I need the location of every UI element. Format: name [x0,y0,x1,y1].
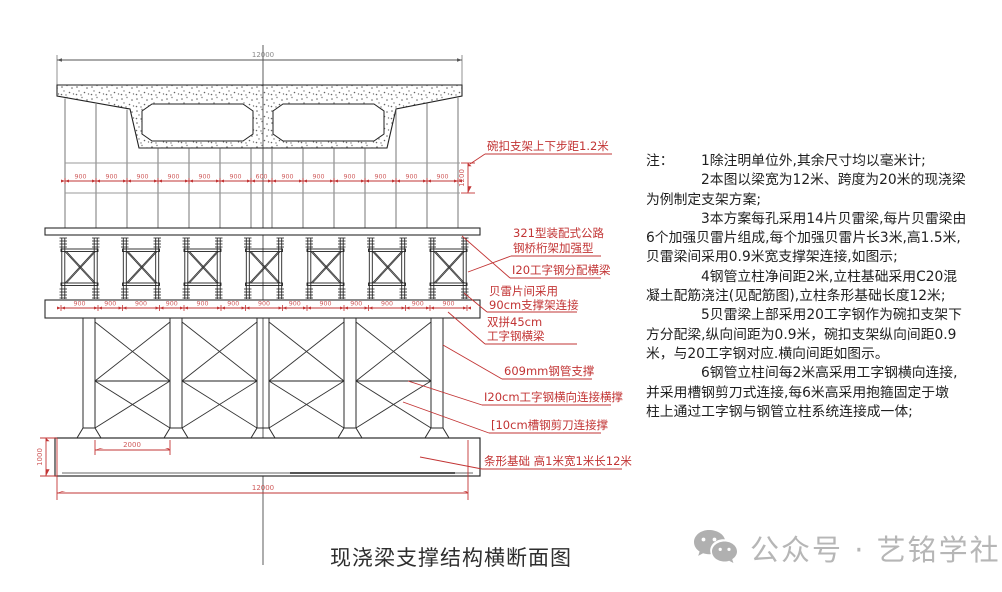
dim-foundation-width: 12000 [252,484,274,492]
wankou-scaffold [64,97,460,228]
notes-heading: 注： [646,153,674,169]
note-line: 为例制定支架方案; [646,191,762,208]
box-girder-deck [56,84,463,149]
note-line: 柱上通过工字钢与钢管立柱系统连接成一体; [646,403,913,420]
steel-pipe-columns [76,318,450,439]
dim-label: 900 [167,174,179,181]
dim-label: 900 [442,301,454,308]
dim-column-spacing: 2000 [123,441,141,449]
dimension-value-texts: 12000 1200 2000 1000 12000 [36,51,466,492]
dim-label: 900 [135,301,147,308]
foundation-dimensions [40,437,469,500]
note-line: 米，与20工字钢对应.横向间距如图示。 [646,345,889,362]
dim-label: 900 [436,174,448,181]
dim-label: 900 [319,301,331,308]
note-line: 方分配梁,纵向间距为0.9米，碗扣支架纵向间距0.9 [646,326,957,343]
dim-label: 900 [227,301,239,308]
leader-lines [402,153,622,470]
dim-foundation-height: 1000 [36,448,44,466]
note-line: 4钢管立柱净间距2米,立柱基础采用C20混 [701,268,958,285]
bailey-truss-row [59,237,469,299]
wechat-icon [694,530,737,563]
note-line: 并采用槽钢剪刀式连接,每6米高采用抱箍固定于墩 [646,384,949,401]
note-line: 3本方案每孔采用14片贝雷梁,每片贝雷梁由 [701,210,967,227]
note-line: 1除注明单位外,其余尺寸均以毫米计; [701,153,926,169]
watermark: 公众号 · 艺铭学社 [692,527,1001,569]
deck-width-dimension [56,55,463,85]
label-pipe-support: 609mm钢管支撑 [504,364,595,378]
dim-label: 900 [281,174,293,181]
label-foundation: 条形基础 高1米宽1米长12米 [484,454,632,468]
dim-label: 900 [412,301,424,308]
dim-label: 900 [198,174,210,181]
dim-label: 900 [229,174,241,181]
label-truss-line1: 321型装配式公路 [513,226,604,240]
note-line: 贝雷梁间采用0.9米宽支撑架连接,如图示; [646,249,898,266]
dim-label: 900 [258,301,270,308]
dim-label: 900 [166,301,178,308]
dim-label: 900 [374,174,386,181]
label-i20-distribution: I20工字钢分配横梁 [512,263,611,277]
lower-spacing-dimensions: 900 900 900 900 900 900 900 900 900 900 900 900 900 [57,301,471,311]
annotation-labels: 碗扣支架上下步距1.2米 321型装配式公路 钢桥桁架加强型 I20工字钢分配横… [484,139,632,468]
label-wankou-step: 碗扣支架上下步距1.2米 [487,139,609,153]
dim-label: 900 [312,174,324,181]
dim-label: 900 [74,174,86,181]
strip-foundation [54,437,481,477]
twin-ibeam-band [44,299,481,319]
dim-deck-width: 12000 [252,51,274,59]
step-height-dimension [461,162,475,194]
label-twin-ibeam-line2: 工字钢横梁 [487,329,545,343]
note-line: 2本图以梁宽为12米、跨度为20米的现浇梁 [701,172,966,189]
i20-distribution-beam [44,227,481,236]
dim-label: 900 [381,301,393,308]
dim-label: 900 [196,301,208,308]
drawing-title: 现浇梁支撑结构横断面图 [330,546,572,570]
dim-label: 900 [350,301,362,308]
dim-label: 900 [104,301,116,308]
dim-label: 900 [136,174,148,181]
label-bailey-line2: 90cm支撑架连接 [489,298,579,312]
label-bailey-line1: 贝雷片间采用 [489,284,558,298]
upper-spacing-dimensions: 900 900 900 900 900 900 600 900 900 900 900 900 900 [61,174,462,184]
dim-label: 900 [343,174,355,181]
dim-step-height: 1200 [458,169,466,187]
dim-label: 900 [289,301,301,308]
label-i20-lateral: I20cm工字钢横向连接横撑 [484,390,624,404]
label-channel-brace: [10cm槽钢剪刀连接撑 [491,418,609,432]
note-line: 6个加强贝雷片组成,每个加强贝雷片长3米,高1.5米, [646,230,961,247]
notes-block: 1除注明单位外,其余尺寸均以毫米计; 2本图以梁宽为12米、跨度为20米的现浇梁为… [646,152,1002,422]
note-line: 5贝雷梁上部采用20工字钢作为碗扣支架下 [701,307,962,324]
label-twin-ibeam-line1: 双拼45cm [487,315,542,329]
label-truss-line2: 钢桥桁架加强型 [513,241,594,255]
dim-label: 900 [105,174,117,181]
watermark-text: 公众号 · 艺铭学社 [750,533,1001,567]
dim-label: 900 [73,301,85,308]
dim-label: 900 [405,174,417,181]
dim-label: 600 [255,174,267,181]
note-line: 凝土配筋浇注(见配筋图),立柱条形基础长度12米; [646,288,946,305]
note-line: 6钢管立柱间每2米高采用工字钢横向连接, [701,365,958,382]
